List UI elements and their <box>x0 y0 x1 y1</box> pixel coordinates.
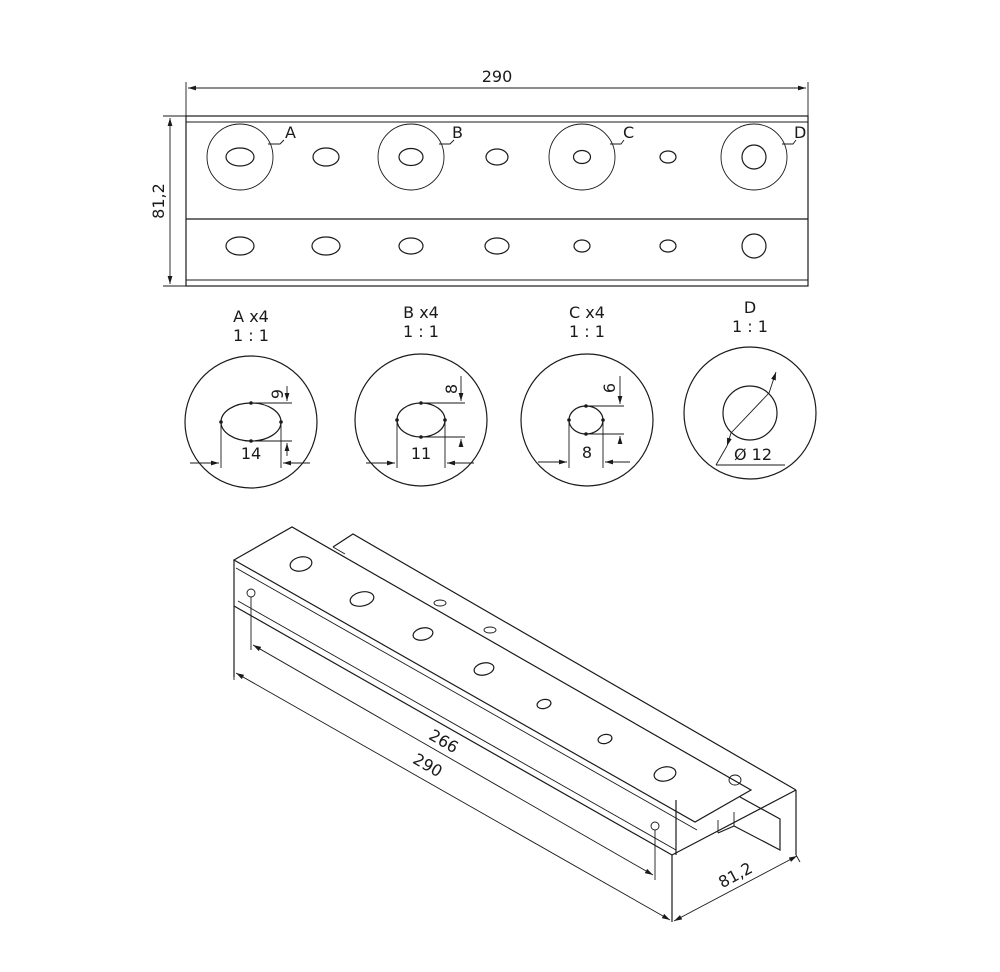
slot-hole <box>573 239 591 253</box>
top-view: 290 81,2 A B <box>149 67 809 287</box>
detail-d-title: D <box>744 298 756 317</box>
callout-a: A <box>285 123 296 142</box>
detail-c-slot <box>568 405 604 435</box>
detail-d-diameter: Ø 12 <box>734 445 772 464</box>
slot-hole <box>597 733 613 745</box>
detail-c-title: C x4 <box>569 303 605 322</box>
slot-hole <box>225 236 255 256</box>
detail-d: D 1 : 1 Ø 12 <box>683 298 817 480</box>
slot-hole <box>312 147 340 167</box>
round-hole <box>741 144 767 170</box>
length-dimension: 290 <box>185 67 809 116</box>
dim-266: 266 <box>250 597 656 880</box>
slot-hole <box>473 662 495 676</box>
detail-callouts: A B C D <box>268 123 806 145</box>
height-dimension-label: 81,2 <box>149 183 168 219</box>
dim-290: 290 <box>233 672 671 921</box>
detail-d-hole <box>722 385 778 441</box>
slot-hole <box>412 627 434 641</box>
slot-hole <box>536 698 552 710</box>
detail-c-height: 6 <box>600 383 619 393</box>
detail-d-circle <box>683 346 817 480</box>
detail-circle-b <box>377 123 445 191</box>
slot-hole <box>485 148 509 166</box>
web-hole <box>246 588 256 598</box>
detail-a-width: 14 <box>241 444 261 463</box>
slot-hole <box>398 237 424 255</box>
end-opening <box>717 796 781 851</box>
dim-81-2: 81,2 <box>673 854 801 922</box>
dim-266-label: 266 <box>426 725 462 757</box>
slot-hole <box>659 150 677 164</box>
detail-a-height: 9 <box>268 389 287 399</box>
detail-d-scale: 1 : 1 <box>732 317 768 336</box>
callout-d: D <box>794 123 806 142</box>
detail-b-height: 8 <box>442 384 461 394</box>
lower-hole-row <box>225 233 767 259</box>
isometric-view: 266 290 81,2 <box>232 526 801 922</box>
detail-b-circle <box>354 353 488 487</box>
upper-hole-row <box>206 123 788 191</box>
detail-c-circle <box>520 353 654 487</box>
dim-290-label: 290 <box>410 749 446 781</box>
detail-a-circle <box>184 355 318 489</box>
slot-hole <box>484 237 510 255</box>
detail-c: C x4 1 : 1 6 8 <box>520 303 654 487</box>
rear-channel-edge <box>332 533 797 791</box>
slot-hole <box>659 239 677 253</box>
detail-c-width: 8 <box>582 443 592 462</box>
detail-a-scale: 1 : 1 <box>233 326 269 345</box>
detail-a: A x4 1 : 1 9 14 <box>184 307 318 489</box>
callout-c: C <box>623 123 634 142</box>
rear-hole <box>728 774 742 786</box>
length-dimension-label: 290 <box>482 67 513 86</box>
top-face-holes <box>289 556 742 786</box>
detail-b-scale: 1 : 1 <box>403 322 439 341</box>
detail-b-slot <box>396 402 446 438</box>
detail-circle-c <box>548 123 616 191</box>
detail-a-slot <box>220 402 282 442</box>
slot-hole <box>289 556 313 572</box>
profile-outline <box>185 115 809 287</box>
detail-a-title: A x4 <box>233 307 269 326</box>
height-dimension: 81,2 <box>149 115 186 287</box>
slot-hole <box>349 591 375 607</box>
detail-circle-d <box>720 123 788 191</box>
dim-81-2-label: 81,2 <box>715 858 755 892</box>
slot-hole <box>572 149 592 165</box>
round-hole <box>741 233 767 259</box>
detail-b: B x4 1 : 1 8 11 <box>354 303 488 487</box>
slot-hole <box>398 147 424 167</box>
round-hole <box>653 766 677 782</box>
slot-hole <box>225 147 255 167</box>
callout-b: B <box>452 123 463 142</box>
web-hole <box>650 821 660 831</box>
detail-c-scale: 1 : 1 <box>569 322 605 341</box>
detail-b-width: 11 <box>411 444 431 463</box>
fold-line <box>233 605 673 856</box>
detail-b-title: B x4 <box>403 303 439 322</box>
slot-hole <box>311 236 341 256</box>
detail-circle-a <box>206 123 274 191</box>
